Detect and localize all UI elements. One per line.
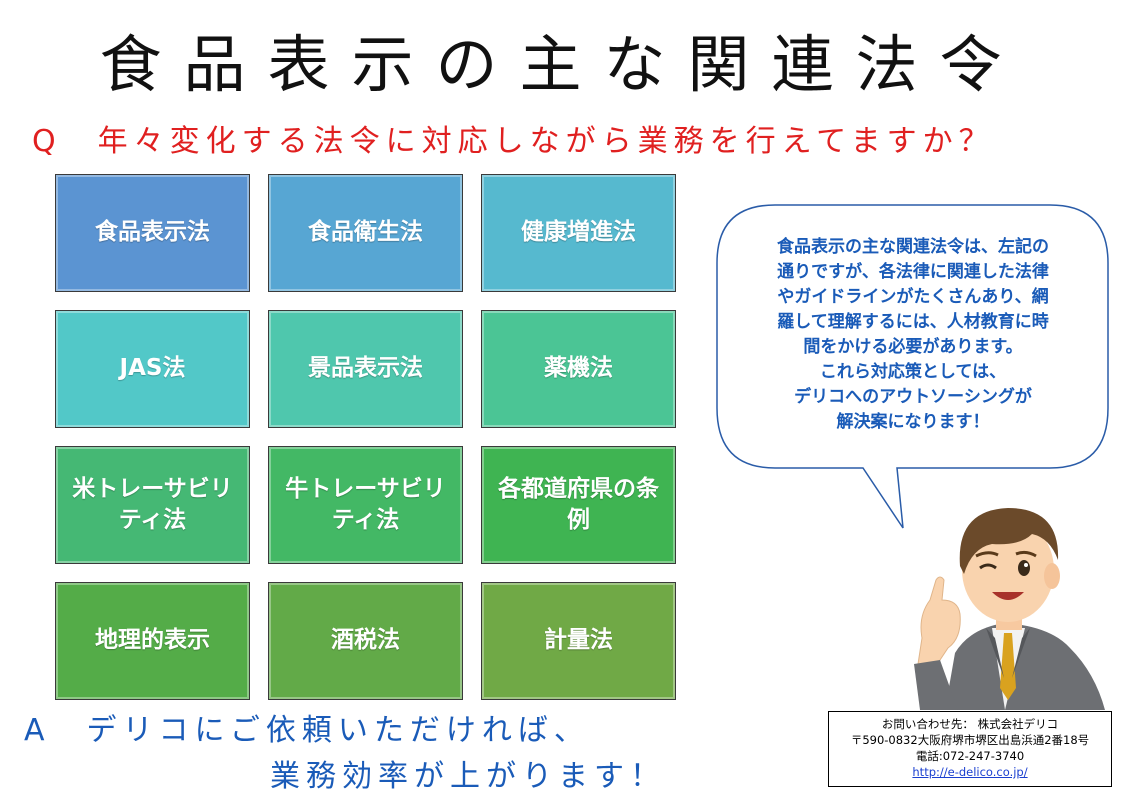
law-tile: 食品衛生法 — [268, 174, 463, 292]
law-tile: 各都道府県の条例 — [481, 446, 676, 564]
answer-line-1: A デリコにご依頼いただければ、 — [24, 713, 590, 748]
bubble-line: デリコへのアウトソーシングが — [794, 387, 1032, 407]
bubble-line: 通りですが、各法律に関連した法律 — [777, 262, 1049, 282]
law-tile: 地理的表示 — [55, 582, 250, 700]
bubble-line: 間をかける必要があります。 — [803, 337, 1023, 357]
bubble-line: 羅して理解するには、人材教育に時 — [777, 312, 1049, 332]
contact-company: お問い合わせ先： 株式会社デリコ — [881, 717, 1059, 731]
law-tile: 酒税法 — [268, 582, 463, 700]
answer-line-2: 業務効率が上がります！ — [270, 759, 666, 794]
law-tile: JAS法 — [55, 310, 250, 428]
law-tile-grid: 食品表示法 食品衛生法 健康増進法 JAS法 景品表示法 薬機法 米トレーサビリ… — [55, 174, 676, 700]
bubble-text: 食品表示の主な関連法令は、左記の 通りですが、各法律に関連した法律 やガイドライ… — [737, 235, 1089, 435]
law-tile: 食品表示法 — [55, 174, 250, 292]
contact-box: お問い合わせ先： 株式会社デリコ 〒590-0832大阪府堺市堺区出島浜通2番1… — [828, 711, 1112, 787]
law-tile: 健康増進法 — [481, 174, 676, 292]
bubble-line: やガイドラインがたくさんあり、網 — [777, 287, 1049, 307]
speech-bubble: 食品表示の主な関連法令は、左記の 通りですが、各法律に関連した法律 やガイドライ… — [715, 203, 1110, 533]
businessman-wink-icon — [900, 488, 1110, 714]
page-title: 食品表示の主な関連法令 — [99, 28, 1024, 101]
question-text: Q 年々変化する法令に対応しながら業務を行えてますか？ — [32, 124, 995, 159]
bubble-line: 食品表示の主な関連法令は、左記の — [777, 237, 1049, 257]
law-tile: 景品表示法 — [268, 310, 463, 428]
bubble-line: これら対応策としては、 — [819, 362, 1007, 382]
bubble-line: 解決案になります！ — [836, 412, 990, 432]
contact-phone: 電話:072-247-3740 — [915, 749, 1025, 763]
contact-url-link[interactable]: http://e-delico.co.jp/ — [912, 765, 1028, 779]
law-tile: 牛トレーサビリティ法 — [268, 446, 463, 564]
answer-text: A デリコにご依頼いただければ、 業務効率が上がります！ — [24, 708, 666, 800]
law-tile: 計量法 — [481, 582, 676, 700]
contact-address: 〒590-0832大阪府堺市堺区出島浜通2番18号 — [850, 733, 1090, 747]
law-tile: 薬機法 — [481, 310, 676, 428]
speech-bubble-shape — [716, 204, 1109, 529]
law-tile: 米トレーサビリティ法 — [55, 446, 250, 564]
